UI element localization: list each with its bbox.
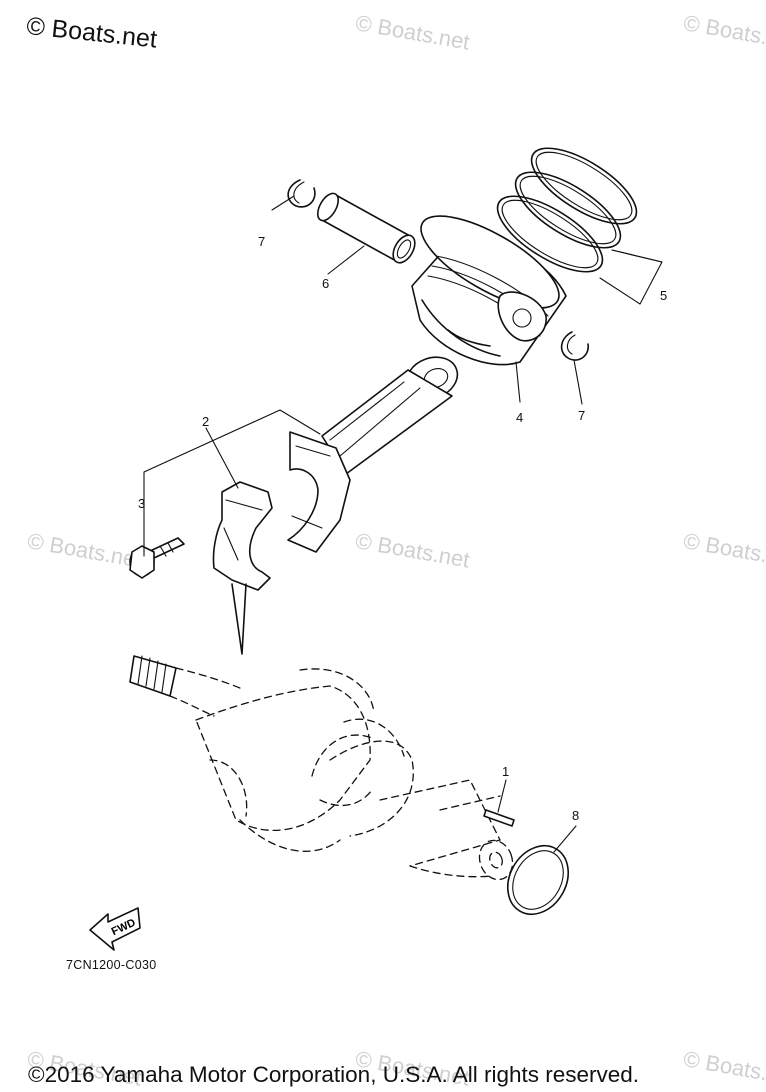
callout-8: 8 <box>572 808 580 823</box>
part-bolt[interactable] <box>129 537 185 579</box>
part-key[interactable] <box>483 809 515 827</box>
callout-2: 2 <box>202 414 210 429</box>
callout-7-right: 7 <box>578 408 586 423</box>
callout-7-left: 7 <box>258 234 266 249</box>
part-circlip-right[interactable] <box>560 331 589 361</box>
part-piston-rings[interactable] <box>486 134 647 286</box>
callout-3: 3 <box>138 496 146 511</box>
callout-4: 4 <box>516 410 524 425</box>
part-circlip-left[interactable] <box>287 179 316 208</box>
fwd-arrow-icon: FWD <box>89 907 141 951</box>
part-crankshaft <box>129 655 514 881</box>
diagram-code: 7CN1200-C030 <box>66 958 157 972</box>
copyright-notice: ©2016 Yamaha Motor Corporation, U.S.A. A… <box>28 1062 640 1087</box>
part-washer[interactable] <box>496 835 580 925</box>
leader-lines <box>143 195 663 853</box>
callout-1: 1 <box>502 764 510 779</box>
part-piston[interactable] <box>408 199 571 366</box>
part-piston-pin[interactable] <box>314 190 420 266</box>
callout-5: 5 <box>660 288 668 303</box>
part-rod-cap[interactable] <box>212 481 273 655</box>
callout-6: 6 <box>322 276 330 291</box>
part-connecting-rod[interactable] <box>287 350 463 553</box>
